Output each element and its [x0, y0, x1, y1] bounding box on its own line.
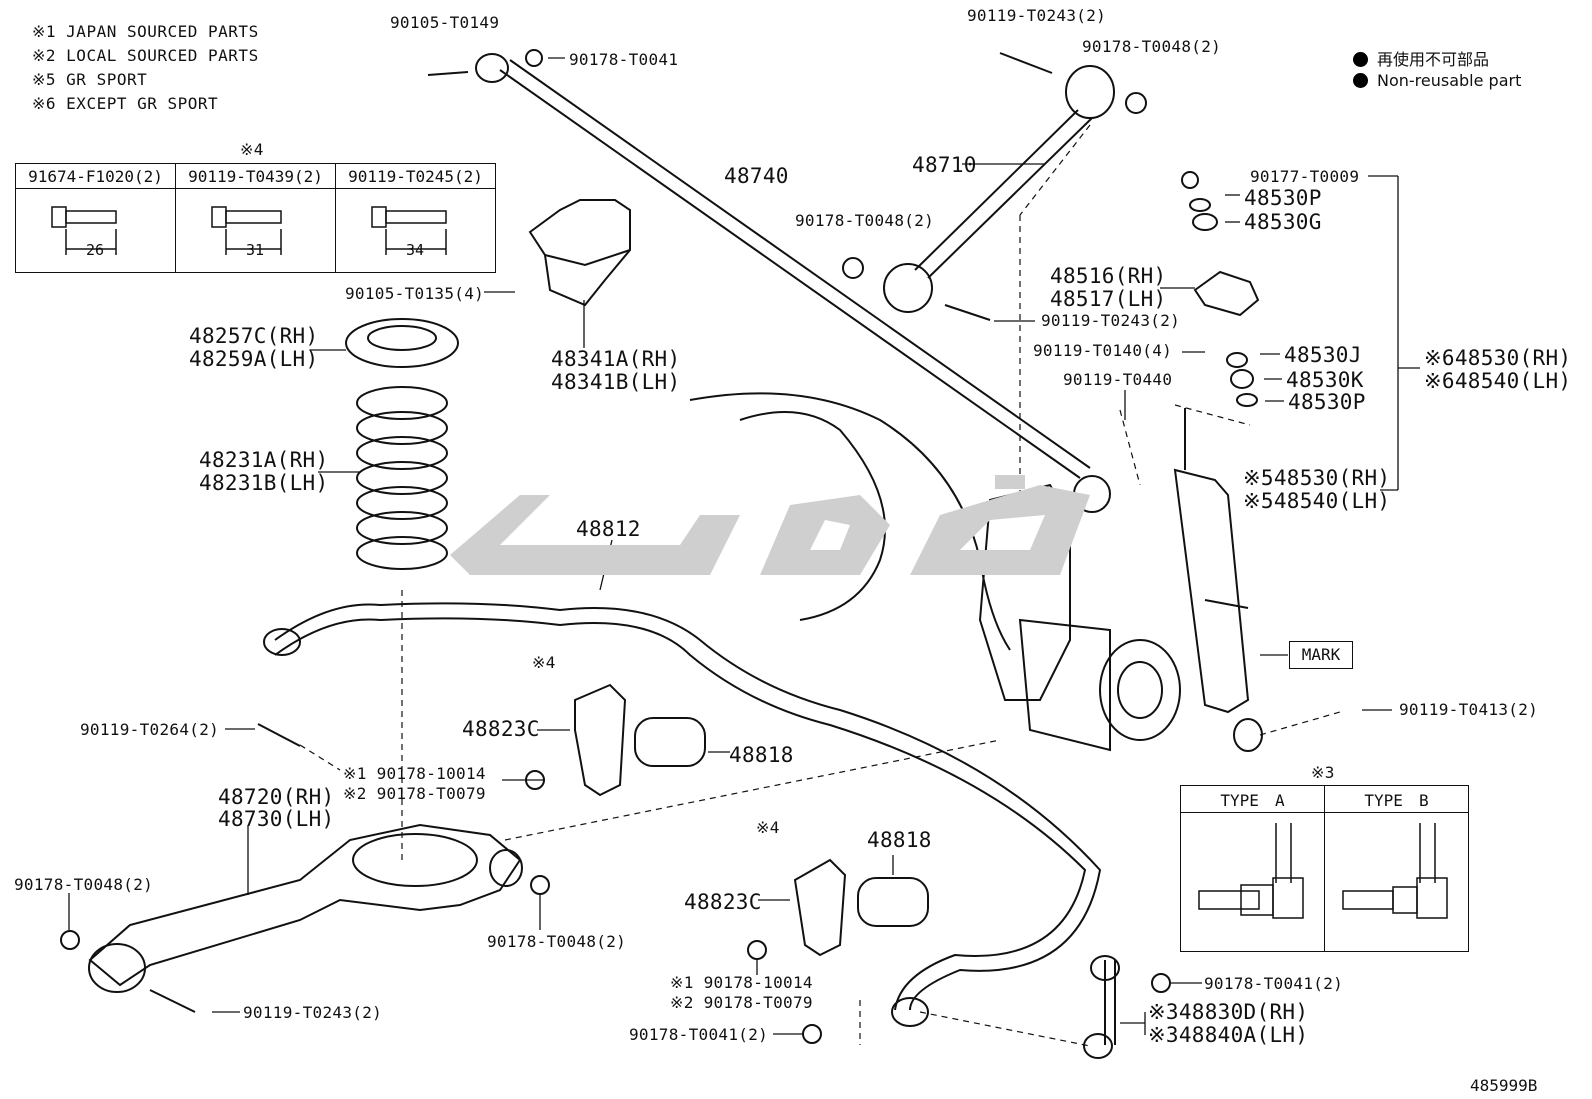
- label-90119-T0264: 90119-T0264(2): [80, 720, 220, 739]
- label-90178-T0041-right: 90178-T0041(2): [1204, 974, 1344, 993]
- label-48341A: 48341A(RH): [551, 347, 681, 371]
- label-90178-T0048-left: 90178-T0048(2): [14, 875, 154, 894]
- legend-non-reusable-en: Non-reusable part: [1353, 71, 1521, 90]
- bolt-table-header: 90119-T0245(2): [335, 163, 496, 189]
- bolt-length-table: 91674-F1020(2) 90119-T0439(2) 90119-T024…: [15, 163, 496, 273]
- label-48231A: 48231A(RH): [199, 448, 329, 472]
- label-48516: 48516(RH): [1050, 264, 1167, 288]
- type-b-cell: [1324, 812, 1469, 952]
- label-90178-T0079-a: ※2 90178-T0079: [343, 784, 486, 803]
- link-type-a-icon: [1198, 823, 1304, 919]
- label-48530-except-gr: ※648530(RH): [1424, 346, 1572, 370]
- legend-non-reusable-jp: 再使用不可部品: [1353, 46, 1489, 70]
- note-japan-sourced: ※1 JAPAN SOURCED PARTS: [32, 22, 259, 41]
- bolt-table-header: 91674-F1020(2): [15, 163, 176, 189]
- legend-en-text: Non-reusable part: [1377, 71, 1522, 90]
- note-except-gr-sport: ※6 EXCEPT GR SPORT: [32, 94, 219, 113]
- label-48818-b: 48818: [867, 828, 932, 852]
- non-reusable-dot-icon: [1353, 73, 1368, 88]
- label-48530K: 48530K: [1286, 368, 1364, 392]
- label-48823C-b: 48823C: [684, 890, 762, 914]
- label-48710: 48710: [912, 153, 977, 177]
- label-48530P-bottom: 48530P: [1288, 390, 1366, 414]
- label-48812: 48812: [576, 517, 641, 541]
- bolt-icon: [51, 206, 117, 255]
- non-reusable-dot-icon: [1353, 52, 1368, 67]
- type-a-header: TYPE A: [1180, 785, 1325, 813]
- label-48818-a: 48818: [729, 743, 794, 767]
- label-90178-T0079-b: ※2 90178-T0079: [670, 993, 813, 1012]
- label-48540-gr-sport: ※548540(LH): [1243, 489, 1391, 513]
- label-48830D: ※348830D(RH): [1148, 1000, 1309, 1024]
- label-48517: 48517(LH): [1050, 287, 1167, 311]
- label-48530J: 48530J: [1284, 343, 1362, 367]
- bolt-table-cell: 31: [175, 188, 336, 273]
- label-90178-T0048-arm: 90178-T0048(2): [487, 932, 627, 951]
- label-48530G: 48530G: [1244, 210, 1322, 234]
- label-90119-T0243-mid: 90119-T0243(2): [1041, 311, 1181, 330]
- label-90105-T0135: 90105-T0135(4): [345, 284, 485, 303]
- bolt-length-dim: 31: [246, 241, 265, 259]
- label-note4-b: ※4: [756, 818, 780, 837]
- label-48231B: 48231B(LH): [199, 471, 329, 495]
- type-table-mark: ※3: [1311, 763, 1335, 782]
- figure-number: 485999B: [1470, 1076, 1538, 1095]
- label-48530P-top: 48530P: [1244, 186, 1322, 210]
- label-48530-gr-sport: ※548530(RH): [1243, 466, 1391, 490]
- label-90119-T0440: 90119-T0440: [1063, 370, 1173, 389]
- label-90119-T0140: 90119-T0140(4): [1033, 341, 1173, 360]
- shock-mark-box: MARK: [1289, 641, 1353, 669]
- label-48720: 48720(RH): [218, 785, 335, 809]
- label-48740: 48740: [724, 164, 789, 188]
- bolt-icon: [211, 206, 282, 255]
- type-b-header: TYPE B: [1324, 785, 1469, 813]
- label-90119-T0413: 90119-T0413(2): [1399, 700, 1539, 719]
- bolt-table-header: 90119-T0439(2): [175, 163, 336, 189]
- label-90178-T0041-bottom: 90178-T0041(2): [629, 1025, 769, 1044]
- bolt-table-cell: 34: [335, 188, 496, 273]
- bolt-length-dim: 26: [86, 241, 105, 259]
- label-90178-10014-b: ※1 90178-10014: [670, 973, 813, 992]
- watermark-logo: [450, 475, 1090, 575]
- label-90178-T0041-top: 90178-T0041: [569, 50, 679, 69]
- label-90105-T0149: 90105-T0149: [390, 13, 500, 32]
- note-gr-sport: ※5 GR SPORT: [32, 70, 148, 89]
- label-note4-a: ※4: [532, 653, 556, 672]
- bolt-table-cell: 26: [15, 188, 176, 273]
- label-90119-T0243-bottom: 90119-T0243(2): [243, 1003, 383, 1022]
- label-48540-except-gr: ※648540(LH): [1424, 369, 1572, 393]
- label-48341B: 48341B(LH): [551, 370, 681, 394]
- label-90178-T0048-top: 90178-T0048(2): [1082, 37, 1222, 56]
- label-90177-T0009: 90177-T0009: [1250, 167, 1360, 186]
- label-48257C: 48257C(RH): [189, 324, 319, 348]
- note-local-sourced: ※2 LOCAL SOURCED PARTS: [32, 46, 259, 65]
- label-90119-T0243-top: 90119-T0243(2): [967, 6, 1107, 25]
- label-48730: 48730(LH): [218, 807, 335, 831]
- link-type-b-icon: [1342, 823, 1448, 919]
- type-a-cell: [1180, 812, 1325, 952]
- label-48840A: ※348840A(LH): [1148, 1023, 1309, 1047]
- link-type-table: TYPE A TYPE B: [1180, 785, 1469, 952]
- legend-jp-text: 再使用不可部品: [1377, 50, 1490, 69]
- label-90178-10014-a: ※1 90178-10014: [343, 764, 486, 783]
- label-48823C-a: 48823C: [462, 717, 540, 741]
- label-48259A: 48259A(LH): [189, 347, 319, 371]
- bolt-length-dim: 34: [406, 241, 425, 259]
- bolt-table-mark: ※4: [240, 140, 264, 159]
- label-90178-T0048-mid: 90178-T0048(2): [795, 211, 935, 230]
- bolt-icon: [371, 206, 447, 255]
